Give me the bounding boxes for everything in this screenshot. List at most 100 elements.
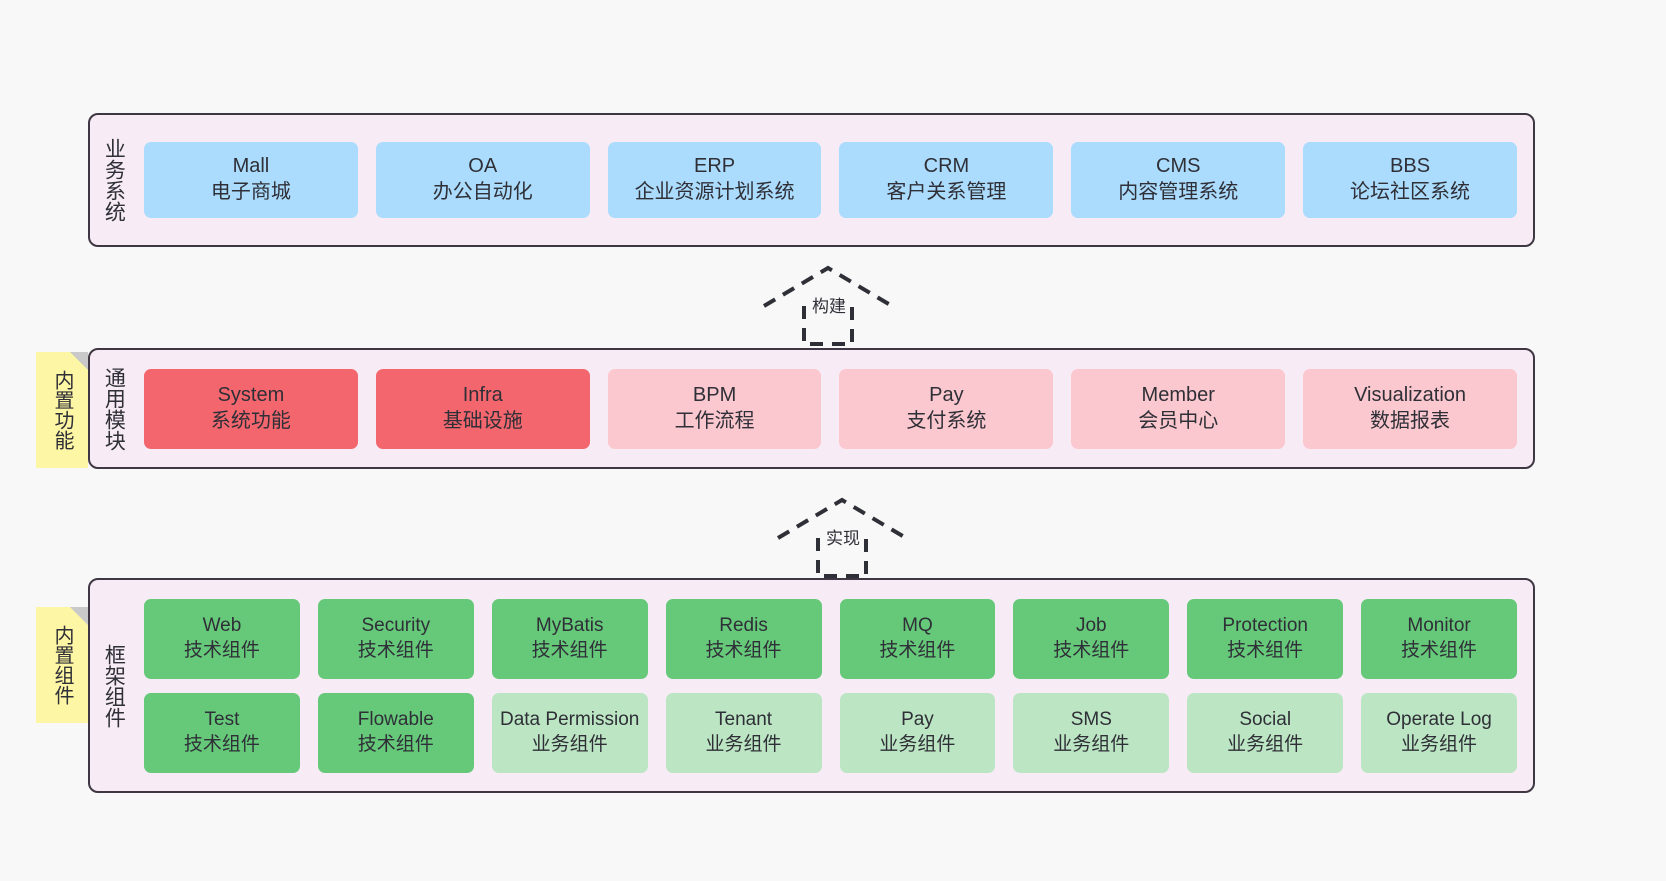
card-mall[interactable]: Mall 电子商城	[144, 142, 358, 218]
card-data-permission-title: Data Permission	[499, 709, 640, 731]
card-bpm-title: BPM	[692, 383, 737, 406]
layer-framework-components: 框架组件 Web 技术组件 Security 技术组件 MyBatis 技术组件…	[88, 578, 1535, 793]
card-visualization[interactable]: Visualization 数据报表	[1303, 368, 1517, 449]
layer-business-systems: 业务系统 Mall 电子商城 OA 办公自动化 ERP 企业资源计划系统 CRM…	[88, 113, 1535, 247]
card-oa[interactable]: OA 办公自动化	[375, 142, 590, 218]
card-erp-title: ERP	[694, 155, 736, 178]
arrow-implement-head	[776, 497, 908, 540]
card-cms-subtitle: 内容管理系统	[1118, 181, 1239, 203]
framework-components-row-1: Web 技术组件 Security 技术组件 MyBatis 技术组件 Redi…	[144, 598, 1517, 679]
card-cms[interactable]: CMS 内容管理系统	[1071, 142, 1286, 218]
card-mq[interactable]: MQ 技术组件	[839, 598, 996, 679]
card-mall-subtitle: 电子商城	[210, 181, 291, 203]
card-bbs-title: BBS	[1390, 155, 1431, 178]
layer-common-modules: 通用模块 System 系统功能 Infra 基础设施 BPM 工作流程 Pay…	[88, 348, 1535, 469]
arrow-build-label: 构建	[812, 297, 846, 316]
arrow-implement: 实现	[766, 490, 926, 582]
card-social-subtitle: 业务组件	[1227, 733, 1304, 755]
card-member[interactable]: Member 会员中心	[1071, 368, 1286, 449]
card-crm-subtitle: 客户关系管理	[886, 181, 1007, 203]
card-security[interactable]: Security 技术组件	[317, 598, 474, 679]
card-protection-subtitle: 技术组件	[1227, 639, 1304, 661]
card-infra-title: Infra	[462, 383, 503, 406]
card-flowable-title: Flowable	[357, 709, 434, 731]
card-data-permission[interactable]: Data Permission 业务组件	[491, 692, 648, 773]
card-oa-subtitle: 办公自动化	[432, 181, 533, 203]
card-pay-module[interactable]: Pay 支付系统	[839, 368, 1054, 449]
framework-components-row-2: Test 技术组件 Flowable 技术组件 Data Permission …	[144, 692, 1517, 773]
card-infra[interactable]: Infra 基础设施	[375, 368, 590, 449]
card-sms-title: SMS	[1070, 709, 1112, 731]
card-test-subtitle: 技术组件	[183, 733, 260, 755]
card-security-title: Security	[361, 615, 431, 637]
sticky-note-builtin-components-label: 内置组件	[51, 625, 73, 705]
card-tenant-title: Tenant	[715, 709, 773, 731]
card-bpm[interactable]: BPM 工作流程	[607, 368, 822, 449]
card-monitor-subtitle: 技术组件	[1401, 639, 1478, 661]
business-systems-row: Mall 电子商城 OA 办公自动化 ERP 企业资源计划系统 CRM 客户关系…	[144, 142, 1517, 218]
card-crm-title: CRM	[923, 155, 970, 178]
sticky-note-builtin-functions: 内置功能	[36, 352, 88, 468]
layer-title-common-modules: 通用模块	[102, 366, 126, 451]
card-test[interactable]: Test 技术组件	[144, 692, 300, 773]
card-bbs-subtitle: 论坛社区系统	[1350, 181, 1471, 203]
card-web-title: Web	[202, 615, 242, 637]
card-pay-component[interactable]: Pay 业务组件	[839, 692, 996, 773]
card-monitor-title: Monitor	[1407, 615, 1471, 637]
sticky-note-builtin-functions-label: 内置功能	[51, 370, 73, 450]
card-system[interactable]: System 系统功能	[144, 368, 358, 449]
card-web[interactable]: Web 技术组件	[144, 598, 300, 679]
card-cms-title: CMS	[1156, 155, 1201, 178]
arrow-build: 构建	[752, 258, 912, 350]
card-visualization-subtitle: 数据报表	[1370, 409, 1451, 432]
card-test-title: Test	[204, 709, 240, 731]
card-redis[interactable]: Redis 技术组件	[665, 598, 822, 679]
card-flowable[interactable]: Flowable 技术组件	[317, 692, 474, 773]
card-social-title: Social	[1239, 709, 1292, 731]
card-member-title: Member	[1141, 383, 1215, 406]
card-tenant[interactable]: Tenant 业务组件	[665, 692, 822, 773]
card-bbs[interactable]: BBS 论坛社区系统	[1303, 142, 1517, 218]
note-fold-corner-icon	[70, 607, 88, 625]
card-oa-title: OA	[468, 155, 498, 178]
card-infra-subtitle: 基础设施	[442, 409, 523, 432]
card-member-subtitle: 会员中心	[1138, 409, 1219, 432]
card-erp-subtitle: 企业资源计划系统	[634, 181, 795, 203]
card-mq-subtitle: 技术组件	[879, 639, 956, 661]
card-redis-title: Redis	[719, 615, 768, 637]
card-security-subtitle: 技术组件	[357, 639, 434, 661]
card-tenant-subtitle: 业务组件	[705, 733, 782, 755]
card-redis-subtitle: 技术组件	[705, 639, 782, 661]
layer-body-business-systems: Mall 电子商城 OA 办公自动化 ERP 企业资源计划系统 CRM 客户关系…	[136, 115, 1533, 245]
common-modules-row: System 系统功能 Infra 基础设施 BPM 工作流程 Pay 支付系统…	[144, 368, 1517, 449]
card-system-title: System	[217, 383, 285, 406]
card-pay-module-title: Pay	[929, 383, 964, 406]
layer-body-common-modules: System 系统功能 Infra 基础设施 BPM 工作流程 Pay 支付系统…	[136, 350, 1533, 467]
card-flowable-subtitle: 技术组件	[357, 733, 434, 755]
card-web-subtitle: 技术组件	[183, 639, 260, 661]
note-fold-corner-icon	[70, 352, 88, 370]
layer-title-framework-components: 框架组件	[102, 643, 126, 728]
card-monitor[interactable]: Monitor 技术组件	[1361, 598, 1517, 679]
card-protection[interactable]: Protection 技术组件	[1187, 598, 1344, 679]
card-social[interactable]: Social 业务组件	[1187, 692, 1344, 773]
card-job-subtitle: 技术组件	[1053, 639, 1130, 661]
card-job[interactable]: Job 技术组件	[1013, 598, 1170, 679]
card-bpm-subtitle: 工作流程	[674, 409, 755, 432]
card-operate-log[interactable]: Operate Log 业务组件	[1361, 692, 1517, 773]
card-mybatis[interactable]: MyBatis 技术组件	[491, 598, 648, 679]
card-pay-component-subtitle: 业务组件	[879, 733, 956, 755]
card-erp[interactable]: ERP 企业资源计划系统	[607, 142, 822, 218]
layer-body-framework-components: Web 技术组件 Security 技术组件 MyBatis 技术组件 Redi…	[136, 580, 1533, 791]
card-mybatis-title: MyBatis	[535, 615, 604, 637]
card-data-permission-subtitle: 业务组件	[531, 733, 608, 755]
card-operate-log-subtitle: 业务组件	[1401, 733, 1478, 755]
card-mybatis-subtitle: 技术组件	[531, 639, 608, 661]
layer-title-business-systems: 业务系统	[102, 138, 126, 222]
card-sms[interactable]: SMS 业务组件	[1013, 692, 1170, 773]
card-sms-subtitle: 业务组件	[1053, 733, 1130, 755]
card-job-title: Job	[1075, 615, 1107, 637]
card-crm[interactable]: CRM 客户关系管理	[839, 142, 1054, 218]
card-mall-title: Mall	[232, 155, 270, 178]
